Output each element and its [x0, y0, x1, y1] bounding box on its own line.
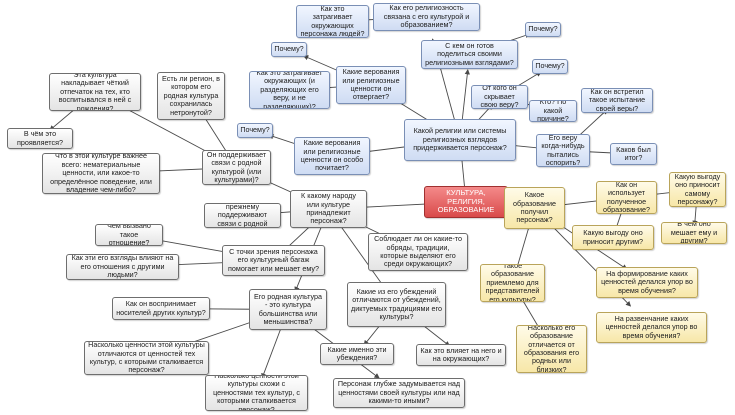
culture-similar-node[interactable]: Насколько ценности этой культуры схожи с…: [205, 375, 308, 411]
education-differ-node[interactable]: Насколько его образование отличается от …: [516, 325, 587, 373]
culture-people-node[interactable]: К какому народу или культуре принадлежит…: [290, 190, 367, 228]
religion-share-why-node[interactable]: Почему?: [525, 22, 561, 37]
culture-deep-node[interactable]: Персонаж глубже задумывается над ценност…: [333, 378, 465, 408]
religion-link-node[interactable]: Как его религиозность связана с его куль…: [373, 3, 480, 31]
education-main-node[interactable]: Какое образование получил персонаж?: [504, 187, 565, 229]
culture-ties-node[interactable]: Он поддерживает связи с родной культурой…: [202, 150, 271, 185]
education-form-node[interactable]: На формирование каких ценностей делался …: [596, 267, 698, 298]
culture-values-node[interactable]: Что в этой культуре важнее всего: немате…: [42, 153, 160, 194]
religion-share-node[interactable]: С кем он готов поделиться своими религио…: [421, 40, 518, 69]
education-use-node[interactable]: Как он использует полученное образование…: [596, 181, 657, 214]
culture-perceive-node[interactable]: Как он воспринимает носителей других кул…: [112, 297, 210, 320]
central-topic-node[interactable]: КУЛЬТУРА, РЕЛИГИЯ, ОБРАЗОВАНИЕ: [424, 186, 508, 218]
religion-main-node[interactable]: Какой религии или системы религиозных вз…: [404, 119, 516, 161]
education-what-node[interactable]: В чём оно мешает ему и другим?: [661, 222, 727, 244]
culture-region-node[interactable]: Есть ли регион, в котором его родная кул…: [157, 72, 225, 120]
culture-beliefs-node[interactable]: Какие из его убеждений отличаются от убе…: [347, 282, 446, 327]
religion-test-node[interactable]: Его веру когда-нибудь пытались оспорить?: [536, 134, 590, 167]
religion-test-how-node[interactable]: Как он встретил такое испытание своей ве…: [581, 88, 653, 113]
culture-differ-node[interactable]: Насколько ценности этой культуры отличаю…: [84, 341, 209, 375]
education-benefit-others-node[interactable]: Какую выгоду оно приносит другим?: [572, 225, 654, 250]
culture-manifest-node[interactable]: В чём это проявляется?: [7, 128, 73, 149]
education-develop-node[interactable]: На развенчание каких ценностей делался у…: [596, 312, 707, 343]
religion-honor-why-node[interactable]: Почему?: [237, 123, 273, 138]
education-accept-node[interactable]: Такое образование приемлемо для представ…: [480, 264, 545, 302]
culture-relatives-node[interactable]: Его родные по-прежнему поддерживают связ…: [204, 203, 281, 228]
religion-reject-node[interactable]: Какие верования или религиозные ценности…: [336, 66, 406, 104]
religion-affects-node[interactable]: Как это затрагивает окружающих персонажа…: [296, 5, 369, 38]
culture-influence-node[interactable]: Как это влияет на него и на окружающих?: [416, 344, 506, 366]
religion-reject-affect-node[interactable]: Как это затрагивает окружающих (и раздел…: [249, 71, 330, 109]
culture-which-node[interactable]: Какие именно эти убеждения?: [320, 343, 394, 365]
culture-mark-node[interactable]: Эта культура накладывает чёткий отпечато…: [49, 73, 141, 111]
culture-baggage-others-node[interactable]: Как эти его взгляды влияют на его отноше…: [66, 254, 179, 280]
religion-hide-node[interactable]: От кого он скрывает свою веру?: [471, 85, 528, 109]
culture-baggage-why-node[interactable]: Чем вызвано такое отношение?: [95, 224, 163, 246]
religion-honor-node[interactable]: Какие верования или религиозные ценности…: [294, 137, 370, 175]
religion-hide-reason-node[interactable]: Кто? По какой причине?: [529, 100, 577, 122]
culture-baggage-node[interactable]: С точки зрения персонажа его культурный …: [222, 245, 325, 276]
culture-rites-node[interactable]: Соблюдает ли он какие-то обряды, традици…: [368, 233, 468, 271]
religion-reject-why-node[interactable]: Почему?: [271, 42, 307, 57]
culture-majority-node[interactable]: Его родная культура - это культура больш…: [249, 289, 327, 330]
religion-hide-why-node[interactable]: Почему?: [532, 59, 568, 74]
education-benefit-self-node[interactable]: Какую выгоду оно приносит самому персона…: [669, 172, 726, 207]
religion-test-result-node[interactable]: Каков был итог?: [610, 143, 657, 165]
